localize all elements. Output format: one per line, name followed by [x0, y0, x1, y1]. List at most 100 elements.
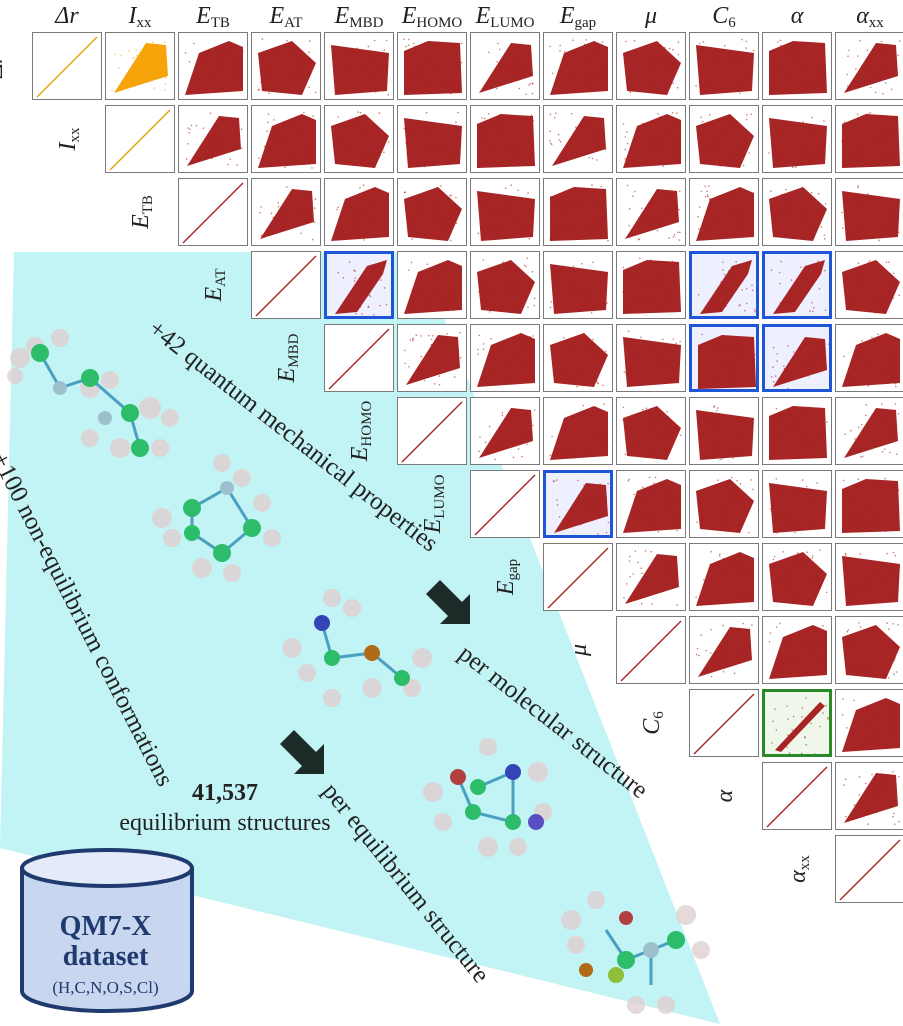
scatter-point: [841, 211, 843, 214]
scatter-point: [853, 699, 855, 702]
scatter-point: [439, 336, 441, 339]
scatter-point: [780, 527, 782, 530]
scatter-point: [846, 525, 848, 527]
column-header: αxx: [835, 2, 903, 31]
scatter-point: [739, 304, 741, 306]
scatter-point: [779, 282, 781, 285]
column-header-symbol: E: [559, 3, 575, 29]
scatter-point: [477, 348, 479, 351]
scatter-point: [742, 209, 745, 211]
scatter-point: [842, 227, 844, 229]
scatter-point: [861, 516, 863, 518]
scatter-plot: [335, 260, 388, 316]
scatter-point: [367, 269, 369, 271]
scatter-point: [371, 153, 374, 155]
scatter-point: [773, 555, 776, 558]
scatter-point: [851, 379, 853, 381]
scatter-point: [656, 354, 658, 357]
row-label-subscript: xx: [797, 855, 813, 871]
scatter-point: [709, 220, 712, 223]
scatter-point: [581, 263, 583, 265]
scatter-point: [342, 277, 345, 279]
scatter-point: [639, 422, 642, 425]
scatter-point: [775, 437, 777, 440]
scatter-point: [668, 237, 670, 239]
scatter-point: [219, 51, 222, 53]
scatter-point: [893, 673, 895, 675]
scatter-point: [779, 654, 781, 656]
scatter-point: [264, 76, 267, 79]
scatter-envelope: [185, 41, 243, 95]
scatter-point: [596, 380, 598, 383]
scatter-point: [779, 39, 782, 42]
scatter-cloud: [477, 184, 535, 241]
scatter-point: [843, 355, 845, 358]
scatter-point: [362, 66, 365, 69]
scatter-point: [632, 439, 635, 442]
scatter-cloud: [111, 41, 168, 93]
scatter-envelope: [406, 335, 460, 385]
scatter-envelope: [700, 260, 752, 314]
scatter-point: [878, 511, 880, 514]
scatter-point: [769, 455, 771, 457]
scatter-point: [851, 672, 853, 675]
scatter-point: [842, 698, 845, 700]
diagonal-line: [839, 839, 901, 901]
scatter-point: [652, 144, 654, 146]
scatter-point: [677, 41, 680, 43]
scatter-point: [596, 159, 598, 161]
scatter-point: [801, 707, 804, 709]
scatter-point: [696, 521, 698, 523]
scatter-plot: [401, 401, 463, 463]
scatter-point: [657, 113, 659, 115]
scatter-point: [264, 65, 266, 68]
scatter-point: [739, 80, 741, 82]
scatter-point: [271, 78, 274, 81]
scatter-cloud: [844, 403, 900, 458]
scatter-point: [717, 479, 719, 481]
scatter-point: [892, 297, 894, 299]
scatter-point: [868, 666, 871, 669]
scatter-point: [866, 49, 869, 51]
scatter-point: [736, 56, 739, 58]
scatter-point: [664, 360, 666, 362]
scatter-point: [446, 163, 448, 166]
scatter-point: [887, 341, 890, 344]
scatter-point: [887, 493, 889, 496]
scatter-plot: [328, 328, 390, 390]
scatter-point: [556, 504, 559, 506]
scatter-point: [380, 279, 382, 281]
scatter-point: [750, 479, 752, 481]
scatter-point: [588, 156, 591, 159]
row-label-symbol: α: [712, 789, 738, 803]
scatter-envelope: [404, 118, 462, 168]
scatter-point: [567, 89, 569, 92]
scatter-point: [733, 561, 735, 564]
scatter-point: [659, 139, 661, 141]
scatter-point: [359, 202, 362, 204]
scatter-point: [743, 131, 746, 133]
scatter-point: [650, 220, 652, 222]
scatter-point: [696, 648, 699, 650]
scatter-point: [855, 224, 858, 226]
column-header: Δr: [32, 2, 102, 30]
scatter-cell: [689, 397, 759, 465]
dataset-title: QM7-X dataset: [18, 912, 193, 972]
scatter-point: [742, 56, 744, 58]
scatter-cell: [470, 32, 540, 100]
scatter-point: [739, 566, 742, 568]
scatter-point: [164, 83, 167, 85]
scatter-point: [604, 68, 607, 71]
scatter-point: [811, 302, 813, 304]
scatter-point: [356, 224, 359, 227]
scatter-point: [846, 196, 849, 198]
scatter-point: [556, 499, 558, 501]
scatter-cell: [543, 324, 613, 392]
scatter-point: [795, 59, 798, 61]
scatter-point: [822, 712, 824, 714]
scatter-point: [897, 202, 900, 204]
scatter-point: [435, 274, 437, 277]
scatter-point: [241, 147, 243, 150]
scatter-point: [549, 454, 552, 456]
scatter-point: [772, 231, 775, 233]
